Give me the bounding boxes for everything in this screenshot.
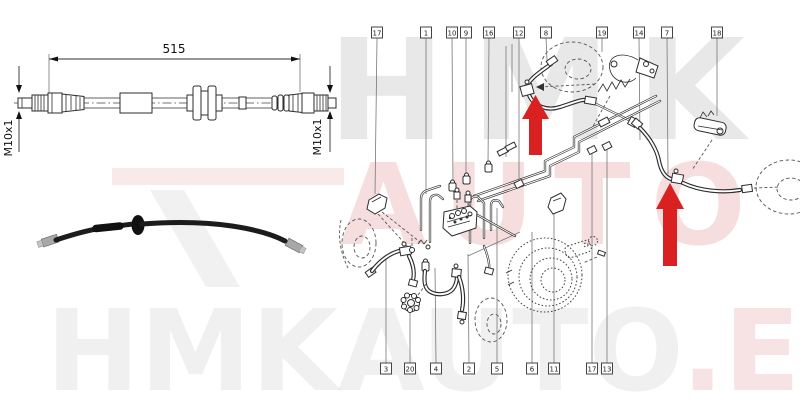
svg-text:3: 3 [384, 365, 388, 373]
lower-hoses [364, 238, 467, 325]
wheel-bottom-left [339, 218, 377, 269]
photo-watermark-shape [150, 190, 240, 287]
svg-text:4: 4 [434, 365, 439, 373]
svg-text:2: 2 [467, 365, 471, 373]
svg-text:20: 20 [406, 365, 415, 373]
callout-leaders [374, 37, 718, 364]
highlight-arrow-rear-hose [656, 183, 684, 266]
photo-right-fitting [284, 237, 307, 255]
callout-box-top-10: 10 [446, 26, 458, 39]
svg-text:12: 12 [515, 29, 524, 37]
svg-text:5: 5 [495, 365, 499, 373]
highlight-arrow-front-hose [522, 95, 549, 155]
svg-text:9: 9 [464, 29, 468, 37]
svg-text:1: 1 [424, 29, 428, 37]
svg-text:16: 16 [485, 29, 494, 37]
svg-text:17: 17 [588, 365, 597, 373]
wheel-top [540, 41, 604, 93]
svg-text:10: 10 [448, 29, 457, 37]
watermark-red-band [112, 168, 344, 185]
bracket-19 [591, 54, 659, 129]
callout-box-top-17: 17 [371, 26, 383, 39]
clip-11 [547, 192, 567, 215]
callout-box-top-1: 1 [420, 26, 432, 39]
callout-box-top-8: 8 [540, 26, 552, 39]
svg-text:6: 6 [530, 365, 535, 373]
callout-box-top-19: 19 [596, 26, 608, 39]
svg-text:17: 17 [373, 29, 382, 37]
brake-booster [505, 236, 607, 313]
bracket-18 [693, 110, 727, 136]
callout-box-top-9: 9 [460, 26, 472, 39]
thread-left-label: M10x1 [2, 120, 15, 157]
thread-right-label: M10x1 [311, 119, 324, 156]
nut-20 [400, 292, 421, 313]
svg-text:18: 18 [713, 29, 722, 37]
svg-text:11: 11 [550, 365, 559, 373]
svg-text:7: 7 [665, 29, 669, 37]
hose-photo [36, 190, 307, 287]
thread-callout-right: M10x1 [311, 66, 333, 156]
svg-text:8: 8 [544, 29, 548, 37]
callout-box-bottom-11: 11 [548, 362, 560, 375]
abs-unit [419, 184, 517, 276]
callout-box-bottom-6: 6 [526, 362, 538, 375]
callout-box-bottom-13: 13 [601, 362, 613, 375]
svg-text:14: 14 [635, 29, 644, 37]
callout-box-bottom-2: 2 [463, 362, 475, 375]
callout-box-bottom-4: 4 [430, 362, 442, 375]
photo-hose-grommet [131, 215, 145, 235]
svg-text:19: 19 [598, 29, 607, 37]
thread-callout-left: M10x1 [2, 66, 22, 157]
wheel-right [755, 159, 800, 215]
hose-outline [17, 85, 337, 121]
callout-box-top-18: 18 [711, 26, 723, 39]
callout-box-top-12: 12 [513, 26, 525, 39]
svg-text:13: 13 [603, 365, 612, 373]
callout-box-bottom-17: 17 [586, 362, 598, 375]
clip-17 [366, 193, 421, 248]
rear-hose-assembly [630, 117, 781, 194]
wheel-bottom-center [474, 297, 508, 343]
callout-box-bottom-5: 5 [491, 362, 503, 375]
brake-pipes [472, 94, 662, 203]
pipe-unions [448, 141, 518, 192]
callout-box-bottom-3: 3 [380, 362, 392, 375]
panel-lines [467, 44, 521, 257]
callout-box-top-14: 14 [633, 26, 645, 39]
parts-diagram: 17 1 10 9 16 12 8 19 14 7 18 3 20 4 2 5 … [339, 26, 800, 375]
dimension-515: 515 [48, 42, 301, 93]
callout-box-bottom-20: 20 [404, 362, 416, 375]
callout-box-top-7: 7 [661, 26, 673, 39]
photo-hose-right [139, 219, 288, 244]
hose-technical-drawing: 515 [2, 42, 337, 157]
photo-hose-sleeve [92, 222, 124, 233]
callout-box-top-16: 16 [483, 26, 495, 39]
dimension-label: 515 [163, 42, 186, 56]
